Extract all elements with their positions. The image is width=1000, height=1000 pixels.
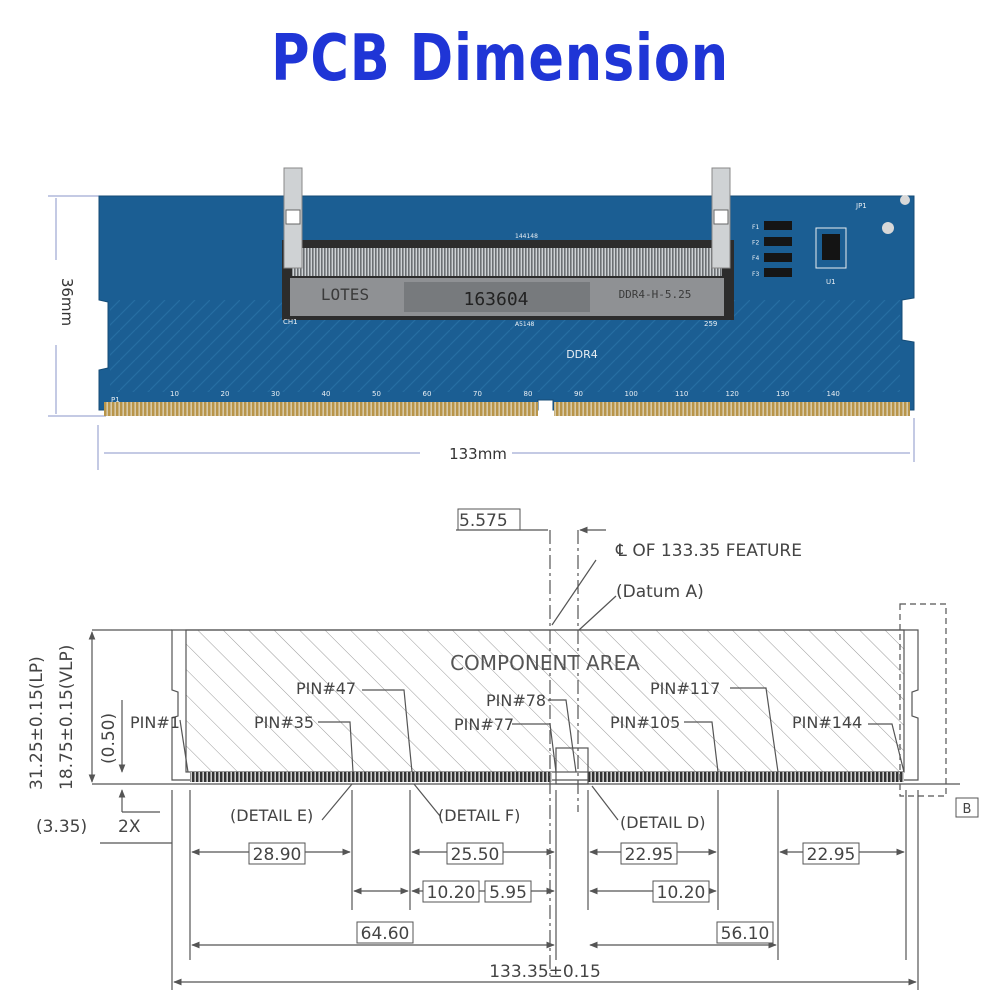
dim-64-60: 64.60 <box>361 924 410 944</box>
dim-10-20-right: 10.20 <box>657 883 706 903</box>
chip-text: 163604 <box>463 289 528 310</box>
fuse-label-f1: F1 <box>752 224 759 231</box>
pin-78-label: PIN#78 <box>486 691 546 710</box>
fuse-label-f4: F4 <box>752 255 759 262</box>
width-label: 133mm <box>449 445 507 463</box>
pin-mark-70: 70 <box>473 390 482 398</box>
dimension-boxes <box>248 842 860 944</box>
dim-25-50: 25.50 <box>451 845 500 865</box>
top-mark-b: A5148 <box>515 321 535 328</box>
photo-dimension-lines <box>48 195 915 470</box>
centerline-note: ℄ OF 133.35 FEATURE <box>615 541 802 561</box>
pcb-photo: 133mm 36mm 163604 LOTES DDR4-H-5.25 DDR4… <box>48 167 915 470</box>
page-title: PCB Dimension <box>271 22 729 96</box>
ch-mark: CH1 <box>283 318 298 326</box>
dim-22-95-right: 22.95 <box>807 845 856 865</box>
detail-e-label: (DETAIL E) <box>230 806 313 825</box>
pin1-mark: P1 <box>111 396 120 404</box>
top-dim-5575: 5.575 <box>459 511 508 531</box>
dim-5-95: 5.95 <box>489 883 527 903</box>
pin-mark-30: 30 <box>271 390 280 398</box>
height-vlp-label: 18.75±0.15(VLP) <box>57 645 77 790</box>
slot-left-text: LOTES <box>321 285 369 304</box>
datum-b-label: B <box>963 802 972 817</box>
pin-77-label: PIN#77 <box>454 715 514 734</box>
pin-mark-60: 60 <box>423 390 432 398</box>
height-label: 36mm <box>58 278 76 326</box>
dim-total: 133.35±0.15 <box>489 962 601 982</box>
pin-mark-140: 140 <box>827 390 840 398</box>
pin-1-label: PIN#1 <box>130 713 180 732</box>
drawing-outline <box>88 526 960 990</box>
pin-mark-100: 100 <box>625 390 638 398</box>
board-ddr4-label: DDR4 <box>566 348 598 361</box>
top-mark-a: 144148 <box>515 233 538 240</box>
slot-right-text: DDR4-H-5.25 <box>619 288 692 301</box>
pin-mark-10: 10 <box>170 390 179 398</box>
jp1-mark: JP1 <box>855 202 867 210</box>
fuse-label-f3: F3 <box>752 271 759 278</box>
pcb-board <box>98 167 915 416</box>
pin-mark-120: 120 <box>726 390 739 398</box>
pin-35-label: PIN#35 <box>254 713 314 732</box>
qty-2x-label: 2X <box>118 817 141 837</box>
pin-105-label: PIN#105 <box>610 713 680 732</box>
height-lp-label: 31.25±0.15(LP) <box>27 656 47 790</box>
pin259-mark: 259 <box>704 320 717 328</box>
detail-f-label: (DETAIL F) <box>438 806 520 825</box>
pin-mark-90: 90 <box>574 390 583 398</box>
u1-mark: U1 <box>826 278 836 286</box>
dim-56-10: 56.10 <box>721 924 770 944</box>
dim-10-20-left: 10.20 <box>427 883 476 903</box>
pin-144-label: PIN#144 <box>792 713 862 732</box>
pin-marks: 10 20 30 40 50 60 70 80 90 100 110 120 130 140 <box>170 390 840 398</box>
pin-mark-40: 40 <box>322 390 331 398</box>
pin-mark-130: 130 <box>776 390 789 398</box>
pin-47-label: PIN#47 <box>296 679 356 698</box>
component-area-label: COMPONENT AREA <box>450 651 640 675</box>
detail-d-label: (DETAIL D) <box>620 813 705 832</box>
pin-mark-20: 20 <box>221 390 230 398</box>
bottom-clearance-label: (3.35) <box>36 817 87 837</box>
pin-mark-80: 80 <box>524 390 533 398</box>
dim-22-95-left: 22.95 <box>625 845 674 865</box>
dim-28-90: 28.90 <box>253 845 302 865</box>
pin-117-label: PIN#117 <box>650 679 720 698</box>
notch-offset-label: (0.50) <box>99 713 119 764</box>
pin-mark-50: 50 <box>372 390 381 398</box>
pin-mark-110: 110 <box>675 390 688 398</box>
datum-a-label: (Datum A) <box>616 582 704 602</box>
fuse-label-f2: F2 <box>752 240 759 247</box>
